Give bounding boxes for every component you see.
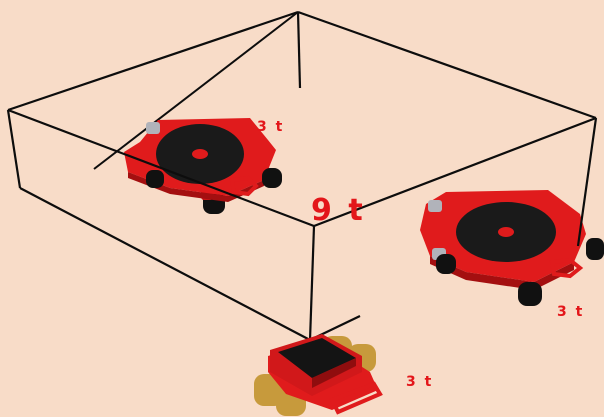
load-label-front: 3 t <box>406 375 433 389</box>
total-load-label: 9 t <box>311 196 366 226</box>
load-box-frame <box>8 12 596 340</box>
steerable-skate-front <box>254 334 380 416</box>
rotating-skate-right <box>420 190 604 306</box>
load-label-back-left: 3 t <box>257 120 284 134</box>
load-label-right: 3 t <box>557 305 584 319</box>
